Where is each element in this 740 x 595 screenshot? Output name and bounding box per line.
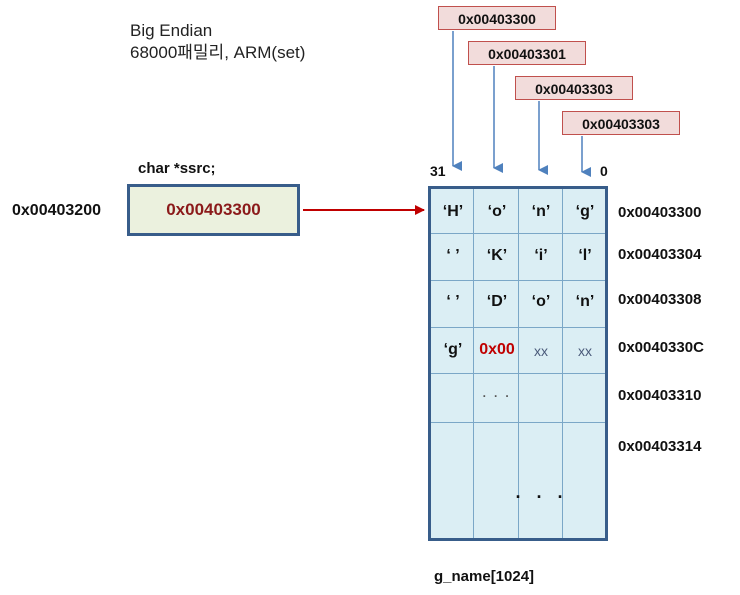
row-address: 0x0040330C [618,339,704,356]
memory-cell: ‘o’ [487,203,507,220]
row-address: 0x00403314 [618,438,702,455]
memory-cell: ‘K’ [486,247,508,264]
memory-cell: ‘H’ [442,203,464,220]
row-address: 0x00403300 [618,204,702,221]
title-line-2: 68000패밀리, ARM(set) [130,43,306,62]
grid-divider [431,373,605,374]
byte-address-2: 0x00403303 [515,76,633,100]
memory-cell: ‘i’ [534,247,548,264]
array-caption: g_name[1024] [434,568,535,585]
grid-divider [431,280,605,281]
memory-cell: ‘o’ [531,293,551,310]
grid-divider [431,327,605,328]
null-terminator-cell: 0x00 [479,341,515,358]
grid-divider [518,189,519,538]
memory-cell: xx [534,343,548,359]
memory-cell: ‘ ’ [446,247,460,264]
memory-ellipsis: · · · [515,487,569,507]
memory-cell: ‘ ’ [446,293,460,310]
pointer-label: char *ssrc; [138,160,216,177]
grid-divider [431,233,605,234]
row-address: 0x00403304 [618,246,702,263]
byte-address-3: 0x00403303 [562,111,680,135]
bit-high-label: 31 [430,163,446,179]
grid-divider [562,189,563,538]
memory-cell: ‘n’ [531,203,551,220]
memory-cell-ellipsis: · · · [482,389,512,403]
title-line-1: Big Endian [130,21,213,40]
diagram-title: Big Endian 68000패밀리, ARM(set) [130,20,305,64]
memory-grid: ‘H’ ‘o’ ‘n’ ‘g’ ‘ ’ ‘K’ ‘i’ ‘l’ ‘ ’ ‘D’ … [428,186,608,541]
memory-cell: ‘l’ [578,247,592,264]
row-address: 0x00403308 [618,291,702,308]
memory-cell: xx [578,343,592,359]
memory-cell: ‘g’ [575,203,595,220]
grid-divider [473,189,474,538]
row-address: 0x00403310 [618,387,702,404]
byte-address-1: 0x00403301 [468,41,586,65]
pointer-address: 0x00403200 [12,202,101,219]
byte-address-0: 0x00403300 [438,6,556,30]
bit-low-label: 0 [600,163,608,179]
memory-cell: ‘n’ [575,293,595,310]
memory-cell: ‘D’ [486,293,508,310]
pointer-value-box: 0x00403300 [127,184,300,236]
grid-divider [431,422,605,423]
memory-cell: ‘g’ [443,341,463,358]
